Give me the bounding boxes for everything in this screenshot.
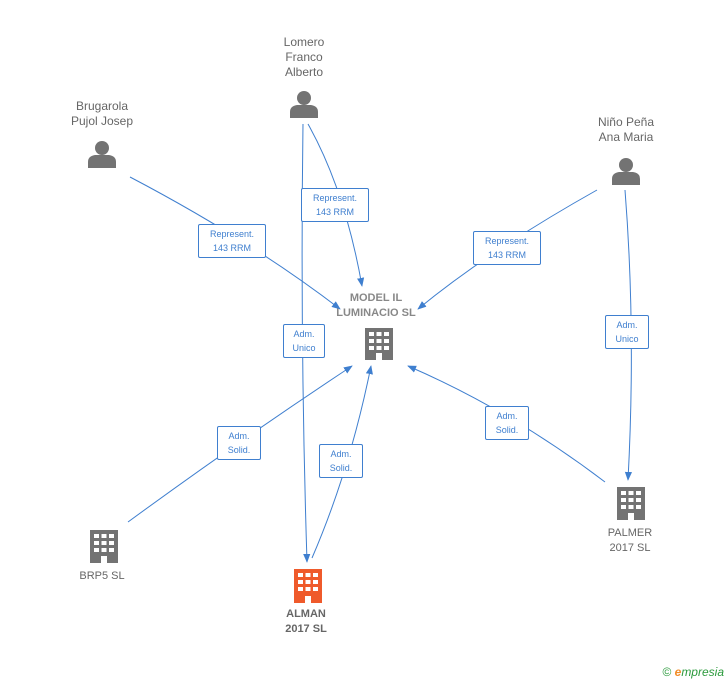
label-line: PALMER bbox=[607, 527, 653, 539]
node-label-alman[interactable]: ALMAN 2017 SL bbox=[266, 607, 346, 637]
edge-label-lomero-model[interactable]: Represent. 143 RRM bbox=[301, 188, 369, 222]
edge-label-line: Adm. bbox=[496, 411, 518, 421]
edge-label-line: Represent. bbox=[209, 229, 255, 239]
label-line: ALMAN bbox=[286, 608, 326, 620]
edge-label-line: Solid. bbox=[329, 463, 353, 473]
label-line: Brugarola bbox=[75, 99, 129, 113]
label-line: Alberto bbox=[284, 65, 324, 79]
label-line: Lomero bbox=[283, 35, 325, 49]
edge-label-line: Solid. bbox=[227, 445, 251, 455]
node-label-nino[interactable]: Niño Peña Ana Maria bbox=[576, 115, 676, 145]
node-label-model[interactable]: MODEL IL LUMINACIO SL bbox=[326, 291, 426, 321]
node-label-brugarola[interactable]: Brugarola Pujol Josep bbox=[52, 99, 152, 129]
label-line: Ana Maria bbox=[598, 130, 654, 144]
node-label-lomero[interactable]: Lomero Franco Alberto bbox=[264, 35, 344, 80]
edge-label-alman-model[interactable]: Adm. Solid. bbox=[319, 444, 363, 478]
edge-label-line: Adm. bbox=[616, 320, 638, 330]
brand-footer[interactable]: © empresia bbox=[662, 665, 724, 679]
edge-label-line: Adm. bbox=[228, 431, 250, 441]
edge-label-palmer-model[interactable]: Adm. Solid. bbox=[485, 406, 529, 440]
edge-label-line: Adm. bbox=[293, 329, 315, 339]
edge-label-brugarola-model[interactable]: Represent. 143 RRM bbox=[198, 224, 266, 258]
edge-label-line: Unico bbox=[292, 343, 316, 353]
person-icon[interactable] bbox=[290, 91, 318, 118]
node-label-palmer[interactable]: PALMER 2017 SL bbox=[590, 526, 670, 556]
brand-name: mpresia bbox=[681, 665, 724, 679]
edge-label-line: 143 RRM bbox=[212, 243, 251, 253]
edge-label-nino-palmer[interactable]: Adm. Unico bbox=[605, 315, 649, 349]
node-label-brp5[interactable]: BRP5 SL bbox=[62, 569, 142, 584]
edge-label-line: Adm. bbox=[330, 449, 352, 459]
building-icon[interactable] bbox=[294, 569, 322, 603]
label-line: Franco bbox=[285, 50, 323, 64]
building-icon[interactable] bbox=[365, 328, 393, 360]
edge-label-line: 143 RRM bbox=[487, 250, 526, 260]
label-line: Pujol Josep bbox=[70, 114, 134, 128]
edge-label-lomero-alman[interactable]: Adm. Unico bbox=[283, 324, 325, 358]
brand-initial: e bbox=[674, 665, 682, 679]
label-line: LUMINACIO SL bbox=[336, 307, 416, 319]
edge-label-brp5-model[interactable]: Adm. Solid. bbox=[217, 426, 261, 460]
edge-label-line: Solid. bbox=[495, 425, 519, 435]
label-line: Niño Peña bbox=[597, 115, 655, 129]
edge-label-line: Unico bbox=[615, 334, 639, 344]
label-line: BRP5 SL bbox=[79, 570, 125, 582]
edge-label-line: 143 RRM bbox=[315, 207, 354, 217]
copyright-icon: © bbox=[662, 665, 672, 679]
building-icon[interactable] bbox=[617, 487, 645, 520]
building-icon[interactable] bbox=[90, 530, 118, 563]
label-line: 2017 SL bbox=[285, 623, 327, 635]
person-icon[interactable] bbox=[612, 158, 640, 185]
label-line: 2017 SL bbox=[609, 542, 651, 554]
person-icon[interactable] bbox=[88, 141, 116, 168]
edge-label-line: Represent. bbox=[484, 236, 530, 246]
edge-label-line: Represent. bbox=[312, 193, 358, 203]
edge-label-nino-model[interactable]: Represent. 143 RRM bbox=[473, 231, 541, 265]
label-line: MODEL IL bbox=[349, 292, 403, 304]
